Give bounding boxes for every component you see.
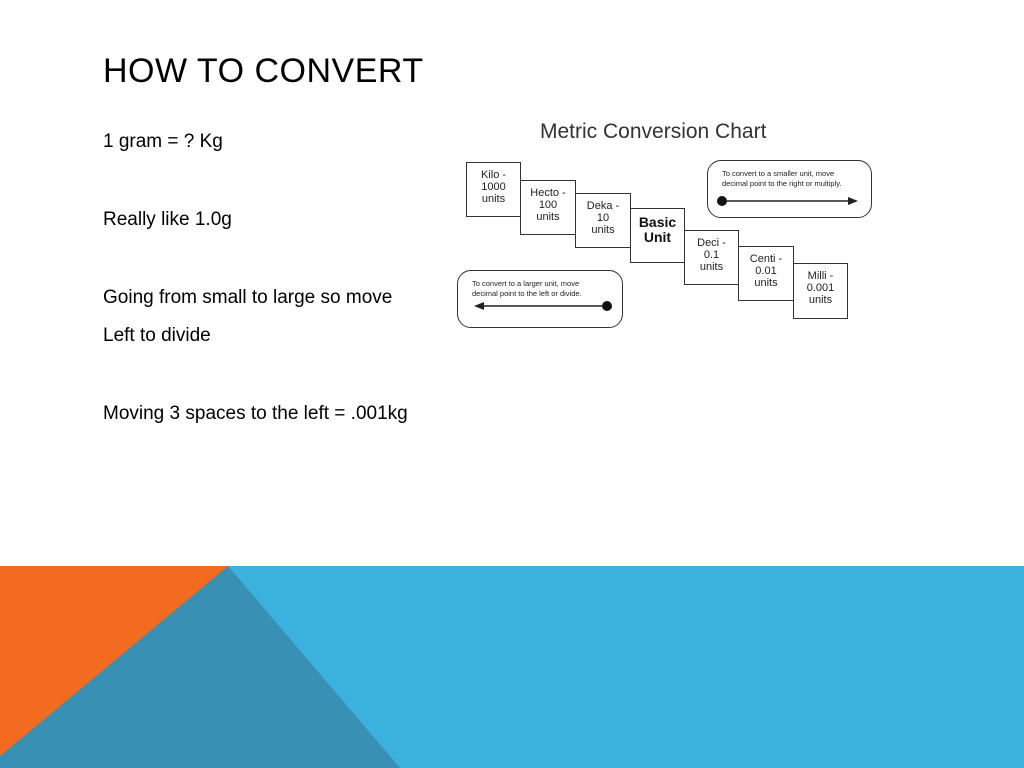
- body-line-5: Moving 3 spaces to the left = .001kg: [103, 403, 408, 424]
- body-line-4: Left to divide: [103, 325, 211, 346]
- arrow-right-icon: [717, 196, 858, 206]
- slide-title: HOW TO CONVERT: [103, 52, 424, 90]
- chart-title: Metric Conversion Chart: [540, 120, 767, 143]
- metric-conversion-chart: Metric Conversion Chart Kilo - 1000 unit…: [455, 118, 875, 333]
- note-smaller-unit: To convert to a smaller unit, move decim…: [707, 160, 872, 218]
- note-larger-unit: To convert to a larger unit, move decima…: [457, 270, 623, 328]
- step-deci: Deci - 0.1 units: [684, 230, 739, 285]
- band-teal-triangle: [0, 566, 400, 768]
- step-centi: Centi - 0.01 units: [738, 246, 794, 301]
- decorative-bottom-band: [0, 566, 1024, 768]
- step-deka: Deka - 10 units: [575, 193, 631, 248]
- arrow-left-icon: [474, 301, 612, 311]
- step-basic-unit: Basic Unit: [630, 208, 685, 263]
- step-hecto: Hecto - 100 units: [520, 180, 576, 235]
- step-milli: Milli - 0.001 units: [793, 263, 848, 319]
- body-line-1: 1 gram = ? Kg: [103, 131, 223, 152]
- body-line-2: Really like 1.0g: [103, 209, 232, 230]
- body-line-3: Going from small to large so move: [103, 287, 393, 308]
- step-kilo: Kilo - 1000 units: [466, 162, 521, 217]
